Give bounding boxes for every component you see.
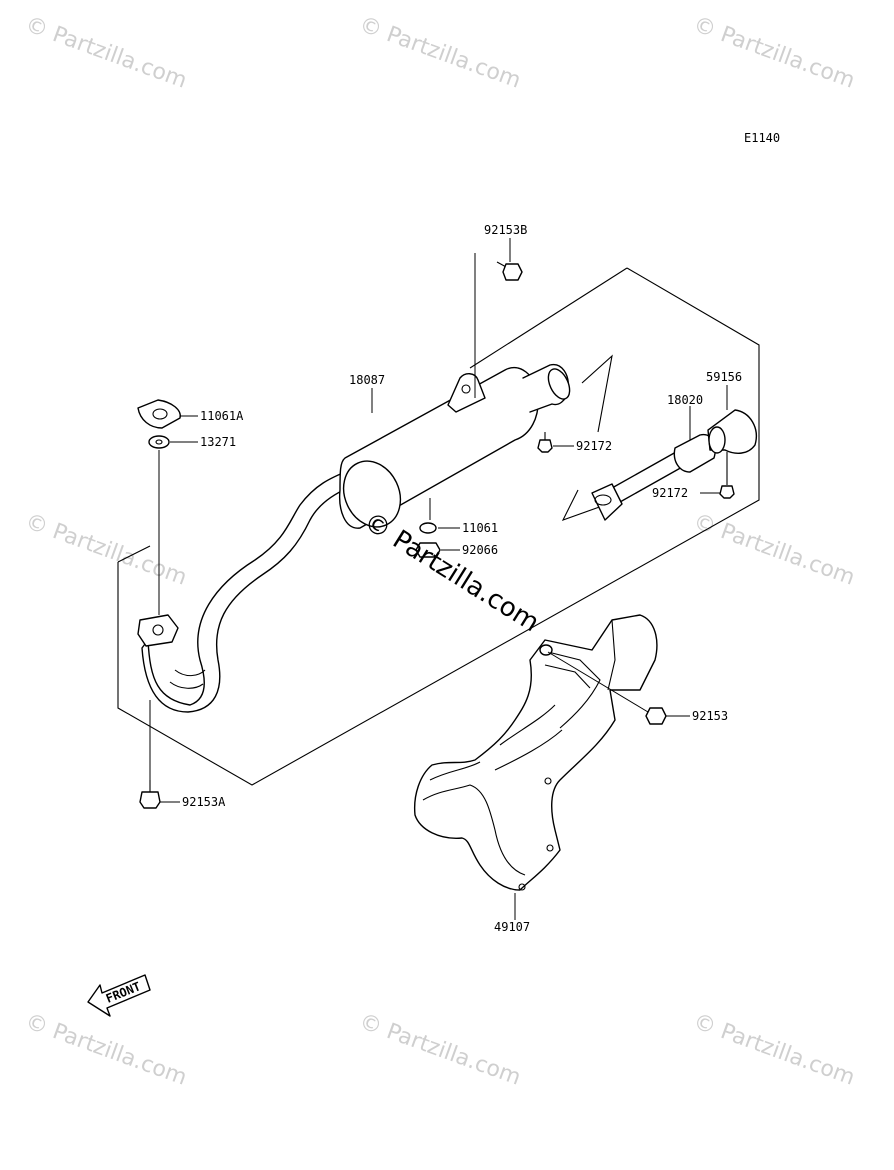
part-number-18087[interactable]: 18087 (349, 373, 385, 387)
watermark-text: © Partzilla.com (356, 1009, 524, 1091)
part-number-59156[interactable]: 59156 (706, 370, 742, 384)
part-number-49107[interactable]: 49107 (494, 920, 530, 934)
part-number-92153b[interactable]: 92153B (484, 223, 527, 237)
subassembly-outline (581, 354, 613, 433)
subassembly-outline (561, 489, 606, 521)
spark-arrestor-shape (591, 433, 716, 521)
part-labels: 92153B 18087 11061A 13271 92172 59156 18… (182, 223, 742, 934)
assembly-line (547, 651, 649, 713)
part-number-13271[interactable]: 13271 (200, 435, 236, 449)
nut-shape (415, 542, 441, 558)
part-number-18020[interactable]: 18020 (667, 393, 703, 407)
center-watermark: © Partzilla.com (358, 506, 544, 638)
part-number-92153[interactable]: 92153 (692, 709, 728, 723)
assembly-outline-edge (117, 545, 151, 563)
watermark-text: © Partzilla.com (22, 12, 190, 94)
bolt-shape (645, 707, 667, 725)
watermark-text: © Partzilla.com (690, 12, 858, 94)
part-number-92066[interactable]: 92066 (462, 543, 498, 557)
part-number-11061a[interactable]: 11061A (200, 409, 244, 423)
gasket-shape (137, 399, 181, 429)
watermark-text: © Partzilla.com (690, 509, 858, 591)
bolt-shape (139, 780, 161, 809)
watermark-text: © Partzilla.com (22, 509, 190, 591)
heat-guard-shape (413, 614, 658, 891)
watermark-text: © Partzilla.com (690, 1009, 858, 1091)
muffler-shape (338, 363, 571, 529)
front-arrow-icon: FRONT (87, 974, 151, 1017)
washer-shape (148, 435, 170, 449)
watermark-text: © Partzilla.com (22, 1009, 190, 1091)
part-number-11061[interactable]: 11061 (462, 521, 498, 535)
exhaust-pipe-shape (137, 469, 351, 713)
bolt-shape (719, 452, 735, 499)
bolt-shape (537, 432, 553, 453)
bolt-shape (496, 261, 523, 281)
part-number-92172[interactable]: 92172 (652, 486, 688, 500)
end-cap-shape (707, 409, 757, 454)
watermark-text: © Partzilla.com (356, 12, 524, 94)
part-number-92153a[interactable]: 92153A (182, 795, 226, 809)
ring-gasket-shape (419, 522, 437, 534)
part-number-92172[interactable]: 92172 (576, 439, 612, 453)
assembly-outline (117, 267, 760, 786)
leader-lines (160, 238, 728, 920)
assembly-outline-edge (469, 267, 628, 369)
diagram-code: E1140 (744, 131, 780, 145)
